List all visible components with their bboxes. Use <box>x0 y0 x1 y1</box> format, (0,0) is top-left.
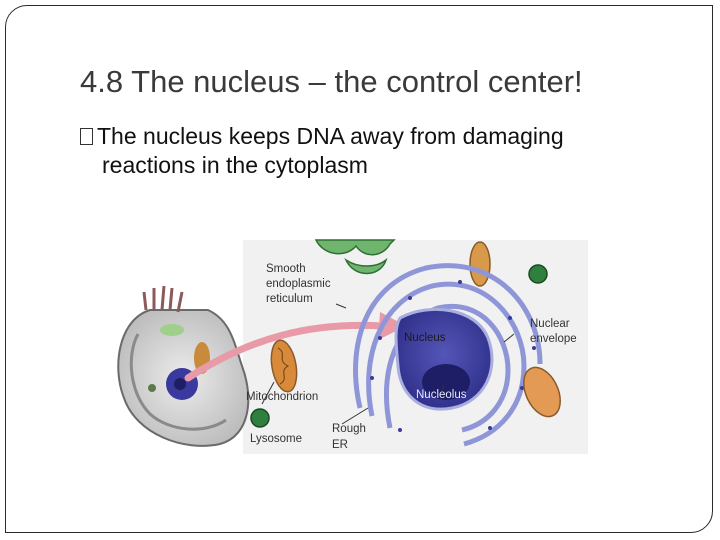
label-mitochondrion: Mitochondrion <box>246 391 318 403</box>
label-lysosome: Lysosome <box>250 433 302 445</box>
label-rough-er-2: ER <box>332 439 348 451</box>
label-nucleolus: Nucleolus <box>416 389 467 401</box>
nucleolus-shape <box>422 364 470 400</box>
whole-cell-illustration <box>117 285 250 447</box>
slide-title: 4.8 The nucleus – the control center! <box>80 64 583 99</box>
label-smooth-er-2: endoplasmic <box>266 278 331 290</box>
label-pointers <box>261 303 515 425</box>
label-nucleus: Nucleus <box>404 332 446 344</box>
label-rough-er-1: Rough <box>332 423 366 435</box>
lysosome-bottom <box>250 408 270 428</box>
bullet-box-icon <box>80 128 93 145</box>
label-smooth-er-1: Smooth <box>266 263 306 275</box>
mitochondrion-middle <box>270 339 298 393</box>
bullet-point: The nucleus keeps DNA away from damaging… <box>80 122 680 180</box>
bullet-line-1: The nucleus keeps DNA away from damaging <box>97 123 564 149</box>
ribosomes <box>370 280 536 432</box>
cell-nucleus-diagram: Smooth endoplasmic reticulum Nucleus Nuc… <box>117 239 588 454</box>
label-nuclear-envelope-2: envelope <box>530 333 577 345</box>
slide-frame <box>5 5 713 533</box>
smooth-er-shape <box>314 239 396 275</box>
lysosome-top <box>528 264 548 284</box>
label-smooth-er-3: reticulum <box>266 293 313 305</box>
magnify-arrow <box>184 321 386 382</box>
mitochondrion-top <box>469 241 491 287</box>
rough-er-layers <box>353 263 543 447</box>
label-nuclear-envelope-1: Nuclear <box>530 318 570 330</box>
mitochondrion-right <box>523 366 561 418</box>
bullet-line-2: reactions in the cytoplasm <box>102 152 368 178</box>
cilia <box>142 285 184 313</box>
